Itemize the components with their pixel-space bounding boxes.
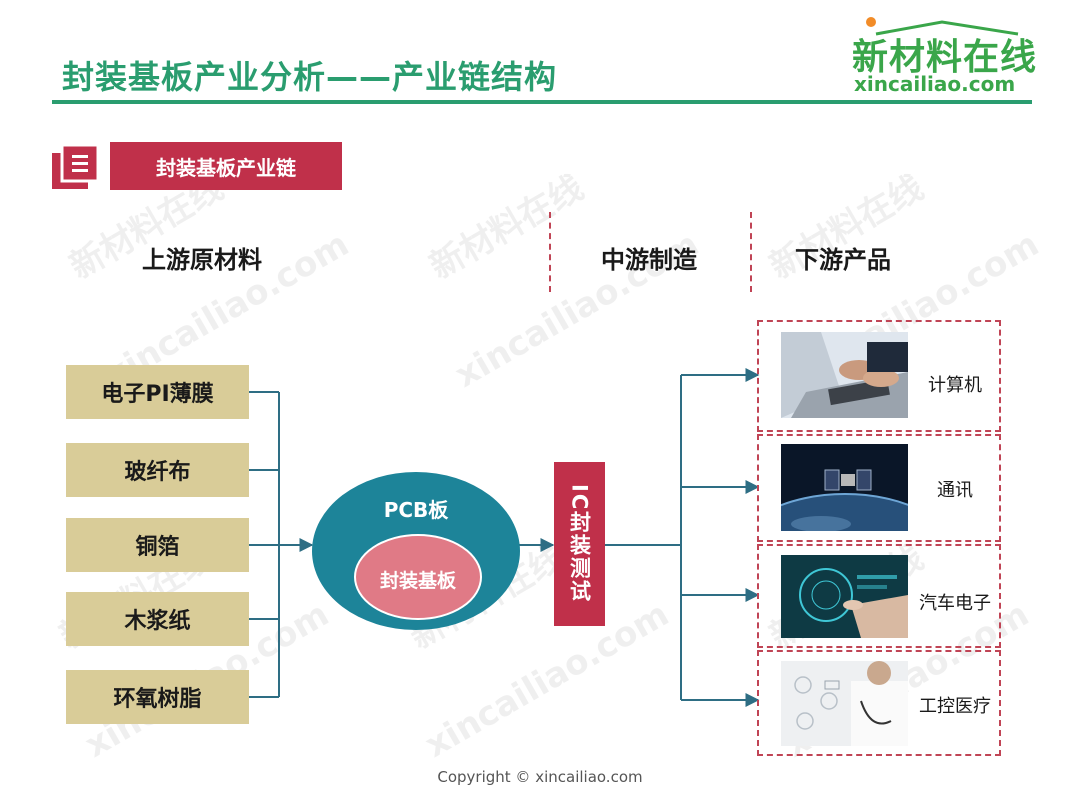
pcb-board-label: PCB板 — [383, 498, 449, 522]
product-frame — [757, 434, 1001, 542]
touch-interface-image — [781, 555, 908, 638]
roof-icon — [875, 20, 1019, 36]
page-title: 封装基板产业分析——产业链结构 — [62, 58, 558, 96]
product-frame — [757, 544, 1001, 648]
product-label-industrial-medical: 工控医疗 — [919, 696, 991, 717]
logo-text-en: xincailiao.com — [854, 72, 1016, 96]
material-box: 环氧树脂 — [66, 670, 249, 724]
title-divider — [52, 100, 1032, 104]
column-divider — [750, 212, 752, 292]
satellite-earth-image — [781, 444, 908, 531]
column-header-midstream: 中游制造 — [601, 246, 697, 274]
material-box: 木浆纸 — [66, 592, 249, 646]
medical-doctor-image — [781, 661, 908, 746]
copyright-footer: Copyright © xincailiao.com — [437, 768, 643, 786]
ic-package-test-node: IC封装测试 — [554, 462, 605, 626]
pcb-ellipse-shape — [312, 472, 520, 630]
document-icon — [52, 143, 100, 189]
column-header-downstream: 下游产品 — [795, 246, 891, 274]
product-label-computer: 计算机 — [928, 375, 982, 396]
material-box: 铜箔 — [66, 518, 249, 572]
product-label-communication: 通讯 — [937, 480, 973, 501]
laptop-typing-image — [781, 332, 908, 418]
product-label-automotive-electronics: 汽车电子 — [919, 593, 991, 614]
material-box: 电子PI薄膜 — [66, 365, 249, 419]
product-frame — [757, 320, 1001, 432]
ic-package-test-label: IC封装测试 — [567, 484, 592, 604]
material-box: 玻纤布 — [66, 443, 249, 497]
package-substrate-label: 封装基板 — [379, 570, 456, 592]
product-frame — [757, 650, 1001, 756]
column-header-upstream: 上游原材料 — [142, 246, 262, 274]
logo-dot-icon — [866, 17, 876, 27]
logo-text-cn: 新材料在线 — [852, 37, 1038, 78]
section-tag: 封装基板产业链 — [110, 142, 342, 190]
column-divider — [549, 212, 551, 292]
